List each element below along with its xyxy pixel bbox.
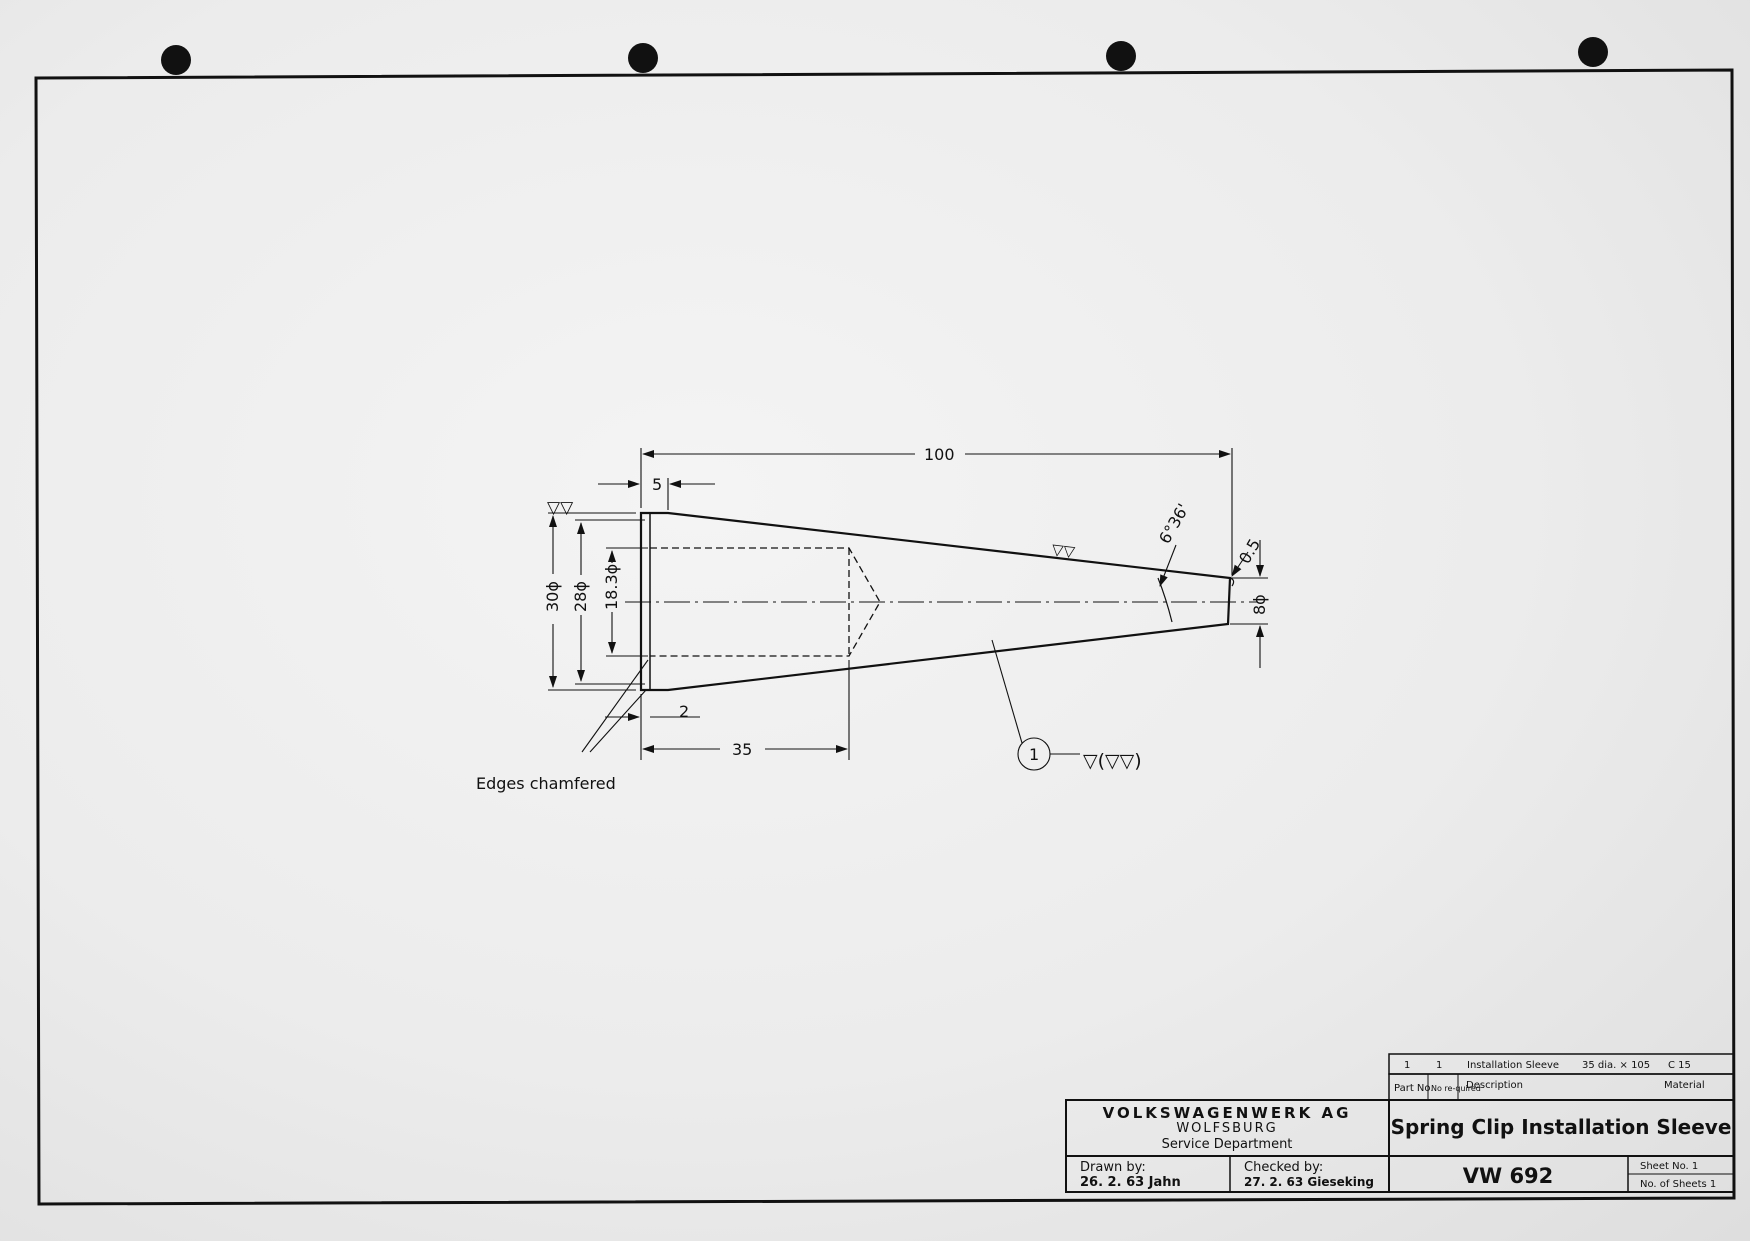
finish-left-symbol: ▽▽ xyxy=(547,498,574,518)
binder-hole-4 xyxy=(1578,37,1608,67)
finish-symbol: ▽(▽▽) xyxy=(1083,750,1142,772)
company-department: Service Department xyxy=(1162,1137,1293,1152)
binder-hole-2 xyxy=(628,43,658,73)
sleeve-part xyxy=(625,511,1258,692)
parts-row-material: C 15 xyxy=(1668,1060,1691,1071)
dimension-lines xyxy=(548,448,1268,771)
checked-by-value: 27. 2. 63 Gieseking xyxy=(1244,1175,1374,1189)
drawing-border xyxy=(34,68,1736,1206)
sleeve-outline xyxy=(639,511,1232,692)
drawn-by-value: 26. 2. 63 Jahn xyxy=(1080,1175,1181,1190)
edges-chamfered-note: Edges chamfered xyxy=(476,774,616,793)
header-part-no: Part No. xyxy=(1394,1083,1434,1094)
sheets-total: No. of Sheets 1 xyxy=(1640,1179,1716,1190)
drawing-number: VW 692 xyxy=(1463,1164,1554,1188)
parts-row-part-no: 1 xyxy=(1404,1060,1410,1071)
drawn-by-label: Drawn by: xyxy=(1080,1160,1146,1175)
dim-overall-length: 100 xyxy=(924,445,955,464)
checked-by-label: Checked by: xyxy=(1244,1160,1323,1175)
item-number: 1 xyxy=(1029,745,1039,764)
header-required: No re-quired xyxy=(1431,1084,1481,1093)
title-block xyxy=(1065,1053,1735,1193)
taper-angle-arc xyxy=(1157,577,1173,623)
dim-step-length: 5 xyxy=(652,475,662,494)
dim-diameter-step: 28ϕ xyxy=(571,581,590,612)
parts-row-size: 35 dia. × 105 xyxy=(1582,1060,1650,1071)
header-description: Description xyxy=(1466,1080,1523,1091)
parts-row-description: Installation Sleeve xyxy=(1467,1060,1559,1071)
company-name: VOLKSWAGENWERK AG xyxy=(1103,1104,1352,1122)
dim-diameter-outer: 30ϕ xyxy=(543,581,562,612)
header-material: Material xyxy=(1664,1080,1705,1091)
drawing-title: Spring Clip Installation Sleeve xyxy=(1391,1115,1732,1139)
finish-surface-symbol: ▽▽ xyxy=(1051,540,1076,561)
sheet-number: Sheet No. 1 xyxy=(1640,1161,1698,1172)
dim-chamfer: 2 xyxy=(679,702,689,721)
dim-diameter-bore: 18.3ϕ xyxy=(602,564,621,610)
binder-hole-3 xyxy=(1106,41,1136,71)
dim-bore-depth: 35 xyxy=(732,740,752,759)
company-city: WOLFSBURG xyxy=(1176,1121,1277,1136)
bore-hidden xyxy=(650,547,881,657)
binder-hole-1 xyxy=(161,45,191,75)
dim-tip-diameter: 8ϕ xyxy=(1250,594,1269,615)
dim-taper-angle: 6°36' xyxy=(1155,500,1193,547)
parts-row-qty: 1 xyxy=(1436,1060,1442,1071)
